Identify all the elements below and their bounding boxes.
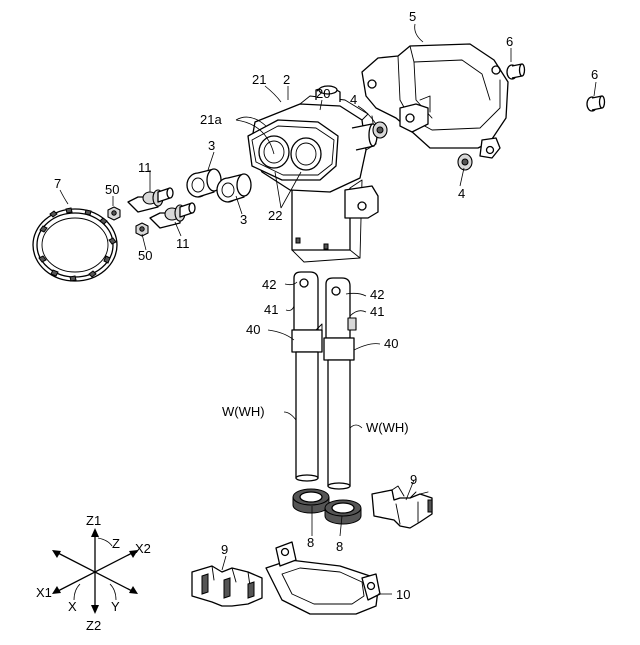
label-9-lower: 9 xyxy=(221,542,228,557)
clip-9-upper xyxy=(372,486,432,528)
label-7: 7 xyxy=(54,176,61,191)
label-21a: 21a xyxy=(200,112,222,127)
axis-label-z2: Z2 xyxy=(86,618,101,633)
seal-ring-7 xyxy=(33,208,117,281)
axis-label-x1: X1 xyxy=(36,585,52,600)
label-3-lower: 3 xyxy=(240,212,247,227)
axis-label-z: Z xyxy=(112,536,120,551)
sleeve-3-lower xyxy=(217,174,251,202)
label-42-right: 42 xyxy=(370,287,384,302)
pin-6-lower xyxy=(587,96,605,111)
axis-label-x2: X2 xyxy=(135,541,151,556)
label-11-lower: 11 xyxy=(176,236,190,251)
label-2: 2 xyxy=(283,72,290,87)
label-w-wh-right: W(WH) xyxy=(366,420,409,435)
label-9-upper: 9 xyxy=(410,472,417,487)
grommet-4-lower xyxy=(458,154,472,170)
sleeve-3-upper xyxy=(187,169,221,197)
coordinate-axes xyxy=(52,528,138,614)
label-41-right: 41 xyxy=(370,304,384,319)
label-40-left: 40 xyxy=(246,322,260,337)
label-8-right: 8 xyxy=(336,539,343,554)
terminal-40-left xyxy=(292,272,322,481)
bolt-11-upper xyxy=(128,188,173,212)
label-4-upper: 4 xyxy=(350,92,357,107)
label-42-left: 42 xyxy=(262,277,276,292)
cover-5 xyxy=(362,44,508,158)
wire-seal-8-left xyxy=(293,489,329,513)
axis-label-y: Y xyxy=(111,599,120,614)
label-6-upper: 6 xyxy=(506,34,513,49)
tray-10 xyxy=(266,542,380,614)
label-41-left: 41 xyxy=(264,302,278,317)
label-6-lower: 6 xyxy=(591,67,598,82)
label-50-upper: 50 xyxy=(105,182,119,197)
label-21: 21 xyxy=(252,72,266,87)
label-40-right: 40 xyxy=(384,336,398,351)
label-22: 22 xyxy=(268,208,282,223)
terminal-40-right xyxy=(324,278,356,489)
nut-50-upper xyxy=(108,207,120,220)
axis-label-x: X xyxy=(68,599,77,614)
axis-label-z1: Z1 xyxy=(86,513,101,528)
label-8-left: 8 xyxy=(307,535,314,550)
grommet-4-upper xyxy=(373,122,387,138)
clip-9-lower xyxy=(192,566,262,606)
label-11-upper: 11 xyxy=(138,160,152,175)
housing-2 xyxy=(248,86,378,262)
label-3-upper: 3 xyxy=(208,138,215,153)
label-5: 5 xyxy=(409,9,416,24)
label-10: 10 xyxy=(396,587,410,602)
wire-seal-8-right xyxy=(325,500,361,524)
label-20: 20 xyxy=(316,86,330,101)
label-50-lower: 50 xyxy=(138,248,152,263)
label-4-lower: 4 xyxy=(458,186,465,201)
pin-6-upper xyxy=(507,64,525,79)
label-w-wh-left: W(WH) xyxy=(222,404,265,419)
